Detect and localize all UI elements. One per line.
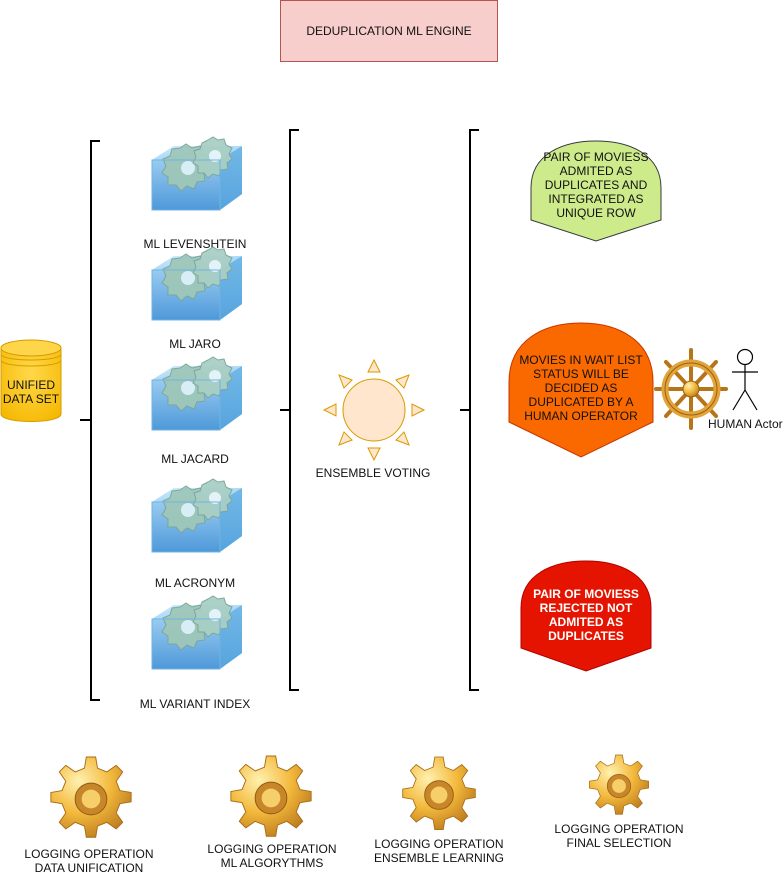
logging-data-unification-label: LOGGING OPERATION DATA UNIFICATION (24, 847, 154, 875)
ship-wheel-icon (654, 348, 728, 430)
ml-jacard-label: ML JACARD (161, 452, 229, 466)
ml-jacard-icon (151, 356, 243, 431)
waitlist-outcome-shape (508, 322, 654, 458)
ensemble-voting-sun-icon (322, 358, 426, 462)
ml-levenshtein-label: ML LEVENSHTEIN (143, 237, 247, 251)
bracket-outcomes (469, 129, 479, 691)
logging-ml-algorythms-label: LOGGING OPERATION ML ALGORYTHMS (207, 842, 337, 870)
ml-levenshtein-icon (151, 136, 243, 211)
unified-data-set-label: UNIFIED DATA SET (2, 378, 60, 406)
accepted-outcome-text: PAIR OF MOVIESS ADMITED AS DUPLICATES AN… (543, 150, 649, 220)
ensemble-voting-label: ENSEMBLE VOTING (315, 466, 431, 480)
logging-ml-algorythms-gear-icon (230, 755, 312, 837)
human-actor-label: HUMAN Actor (708, 417, 783, 431)
bracket-algorithms (90, 140, 100, 701)
ml-jaro-icon (151, 246, 243, 321)
logging-final-selection-gear-icon (589, 754, 649, 815)
database-icon (0, 339, 62, 422)
human-actor-icon (732, 348, 758, 411)
logging-ensemble-learning-label: LOGGING OPERATION ENSEMBLE LEARNING (373, 837, 505, 865)
accepted-outcome-shape (530, 140, 662, 242)
rejected-outcome-text: PAIR OF MOVIESS REJECTED NOT ADMITED AS … (533, 587, 639, 643)
diagram-title-text: DEDUPLICATION ML ENGINE (306, 24, 472, 38)
ml-jaro-label: ML JARO (169, 337, 221, 351)
logging-ensemble-learning-gear-icon (402, 756, 476, 831)
logging-data-unification-gear-icon (50, 756, 132, 838)
ml-variant-index-icon (151, 595, 243, 670)
waitlist-outcome-text: MOVIES IN WAIT LIST STATUS WILL BE DECID… (519, 353, 643, 423)
diagram-title: DEDUPLICATION ML ENGINE (280, 0, 498, 62)
ml-acronym-icon (151, 478, 243, 553)
ml-acronym-label: ML ACRONYM (154, 576, 236, 590)
logging-final-selection-label: LOGGING OPERATION FINAL SELECTION (554, 822, 684, 850)
ml-variant-index-label: ML VARIANT INDEX (139, 697, 251, 711)
bracket-ensemble (289, 129, 299, 691)
rejected-outcome-shape (520, 560, 652, 672)
